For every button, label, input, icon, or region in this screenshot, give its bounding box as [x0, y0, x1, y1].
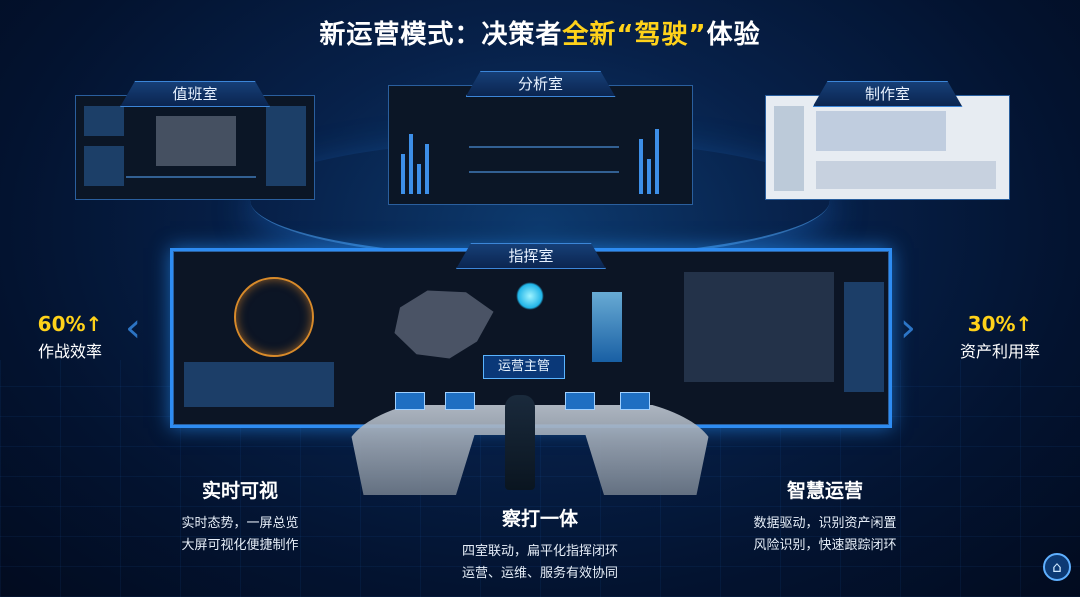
feature-realtime-heading: 实时可视 — [201, 480, 278, 502]
panel-block — [84, 146, 124, 186]
bar-mark — [417, 164, 421, 194]
title-highlight: 全新“驾驶” — [562, 20, 707, 50]
analysis-screen-thumbnail — [388, 85, 693, 205]
metric-right: 30%↑ 资产利用率 — [945, 312, 1055, 362]
desk-monitor — [620, 392, 650, 410]
room-duty-label: 值班室 — [120, 81, 270, 107]
feature-smart: 智慧运营 数据驱动，识别资产闲置 风险识别，快速跟踪闭环 — [740, 476, 910, 557]
feature-realtime: 实时可视 实时态势，一屏总览 大屏可视化便捷制作 — [160, 476, 320, 557]
feature-integrated-line2: 运营、运维、服务有效协同 — [461, 566, 618, 581]
chevron-right-icon: › — [900, 305, 916, 351]
metric-left: 60%↑ 作战效率 — [25, 312, 115, 362]
make-screen-thumbnail — [765, 95, 1010, 200]
tree-line — [469, 146, 619, 148]
desk-monitor — [445, 392, 475, 410]
metric-left-label: 作战效率 — [37, 342, 102, 361]
feature-integrated-line1: 四室联动，扁平化指挥闭环 — [461, 544, 618, 559]
title-part1: 新运营模式：决策者 — [319, 20, 563, 50]
chevron-left-icon: ‹ — [125, 305, 141, 351]
panel-block — [84, 106, 124, 136]
desk-monitor — [565, 392, 595, 410]
bar-mark — [409, 134, 413, 194]
tree-line — [469, 171, 619, 173]
feature-smart-heading: 智慧运营 — [786, 480, 863, 502]
desk-monitor — [395, 392, 425, 410]
room-analysis-panel: 分析室 — [388, 71, 693, 205]
duty-screen-thumbnail — [75, 95, 315, 200]
feature-integrated: 察打一体 四室联动，扁平化指挥闭环 运营、运维、服务有效协同 — [440, 504, 640, 585]
home-button[interactable]: ⌂ — [1043, 553, 1071, 581]
bar-mark — [655, 129, 659, 194]
room-command-label: 指挥室 — [456, 243, 606, 269]
feature-realtime-line2: 大屏可视化便捷制作 — [181, 538, 299, 553]
topology-block — [684, 272, 834, 382]
bar-mark — [639, 139, 643, 194]
room-analysis-label: 分析室 — [465, 71, 616, 97]
room-make-panel: 制作室 — [765, 81, 1010, 200]
data-tower — [592, 292, 622, 362]
radar-orb — [234, 277, 314, 357]
title-part2: 体验 — [706, 20, 761, 50]
panel-block — [266, 106, 306, 186]
diagram-block — [816, 111, 946, 151]
feature-smart-line2: 风险识别，快速跟踪闭环 — [753, 538, 897, 553]
panel-block — [844, 282, 884, 392]
divider-line — [126, 176, 256, 178]
bar-mark — [647, 159, 651, 194]
feature-smart-line1: 数据驱动，识别资产闲置 — [753, 516, 897, 531]
metric-right-value: 30%↑ — [967, 312, 1033, 336]
ops-supervisor-label: 运营主管 — [483, 355, 565, 379]
bar-mark — [425, 144, 429, 194]
page-title: 新运营模式：决策者全新“驾驶”体验 — [0, 14, 1080, 51]
room-make-label: 制作室 — [812, 81, 963, 107]
table-block — [184, 362, 334, 407]
home-icon: ⌂ — [1052, 558, 1062, 576]
room-duty-panel: 值班室 — [75, 81, 315, 200]
feature-realtime-line1: 实时态势，一屏总览 — [181, 516, 299, 531]
metric-left-value: 60%↑ — [37, 312, 103, 336]
table-block — [816, 161, 996, 189]
supervisor-figure — [505, 395, 535, 490]
room-command-panel: 指挥室 — [170, 243, 892, 428]
bar-mark — [401, 154, 405, 194]
map-block — [156, 116, 236, 166]
metric-right-label: 资产利用率 — [959, 342, 1040, 361]
feature-integrated-heading: 察打一体 — [501, 508, 578, 530]
sidebar-block — [774, 106, 804, 191]
glow-core — [516, 282, 544, 310]
